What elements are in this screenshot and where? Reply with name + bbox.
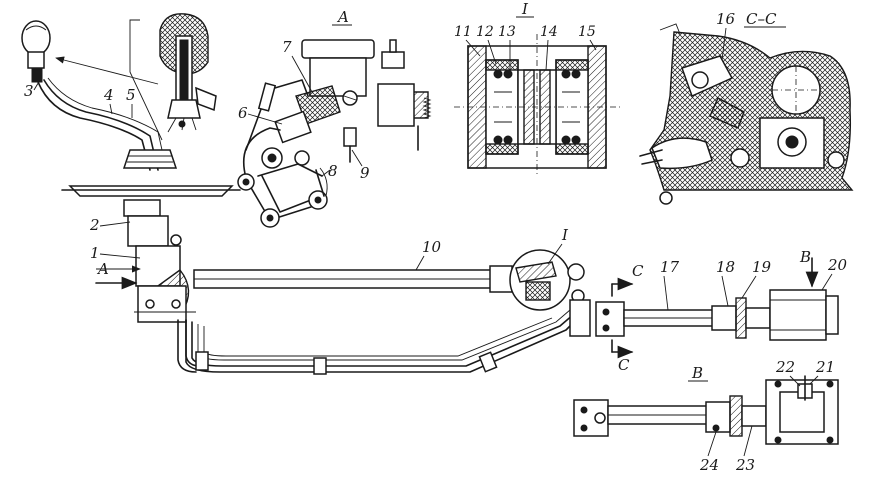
section-c-c-title: C–C	[746, 10, 777, 28]
callout-22: 22	[775, 358, 795, 376]
callout-13: 13	[498, 24, 516, 40]
view-b-title: B	[691, 364, 703, 382]
callout-1: 1	[90, 244, 100, 262]
callout-21: 21	[815, 358, 835, 376]
cut-c-top-label: C	[632, 262, 644, 280]
view-a-linkage	[237, 39, 432, 228]
callout-4: 4	[103, 86, 114, 104]
callout-10: 10	[422, 238, 442, 256]
callout-8: 8	[328, 162, 338, 180]
section-c-c-housing	[639, 23, 854, 205]
callout-7: 7	[282, 38, 292, 56]
callout-6: 6	[238, 104, 248, 122]
view-markers: A B C C I	[96, 226, 811, 374]
shift-lever	[21, 20, 241, 373]
callout-23: 23	[735, 456, 755, 474]
callout-20: 20	[827, 256, 848, 274]
arrow-a-label: A	[96, 260, 109, 278]
view-titles: A I C–C B	[332, 0, 786, 382]
actuator-assembly	[595, 257, 839, 359]
section-i-bearing-assembly	[454, 34, 620, 176]
view-a-title: A	[336, 8, 349, 26]
callout-3: 3	[24, 82, 34, 100]
cut-c-bottom-label: C	[618, 356, 630, 374]
knob-section-detail	[159, 13, 217, 133]
knob-detail-leader	[55, 19, 163, 141]
callout-5: 5	[126, 86, 136, 104]
callout-11: 11	[454, 24, 472, 40]
callout-2: 2	[89, 216, 100, 234]
callout-18: 18	[716, 258, 735, 276]
section-i-title: I	[521, 0, 529, 18]
callout-14: 14	[540, 24, 558, 40]
arrow-b-label: B	[799, 248, 811, 266]
view-b-assembly	[573, 375, 839, 445]
detail-i-label: I	[561, 226, 569, 244]
callout-16: 16	[716, 10, 736, 28]
callout-12: 12	[476, 24, 494, 40]
rod-10-and-lower-tubes	[95, 249, 591, 375]
callout-9: 9	[360, 164, 370, 182]
callout-15: 15	[578, 24, 596, 40]
callout-24: 24	[699, 456, 719, 474]
callout-17: 17	[660, 258, 680, 276]
callout-19: 19	[752, 258, 772, 276]
callout-labels: 1 2 3 4 5 6 7 8 9 10 11 12 13 14 15 16 1…	[24, 10, 848, 474]
